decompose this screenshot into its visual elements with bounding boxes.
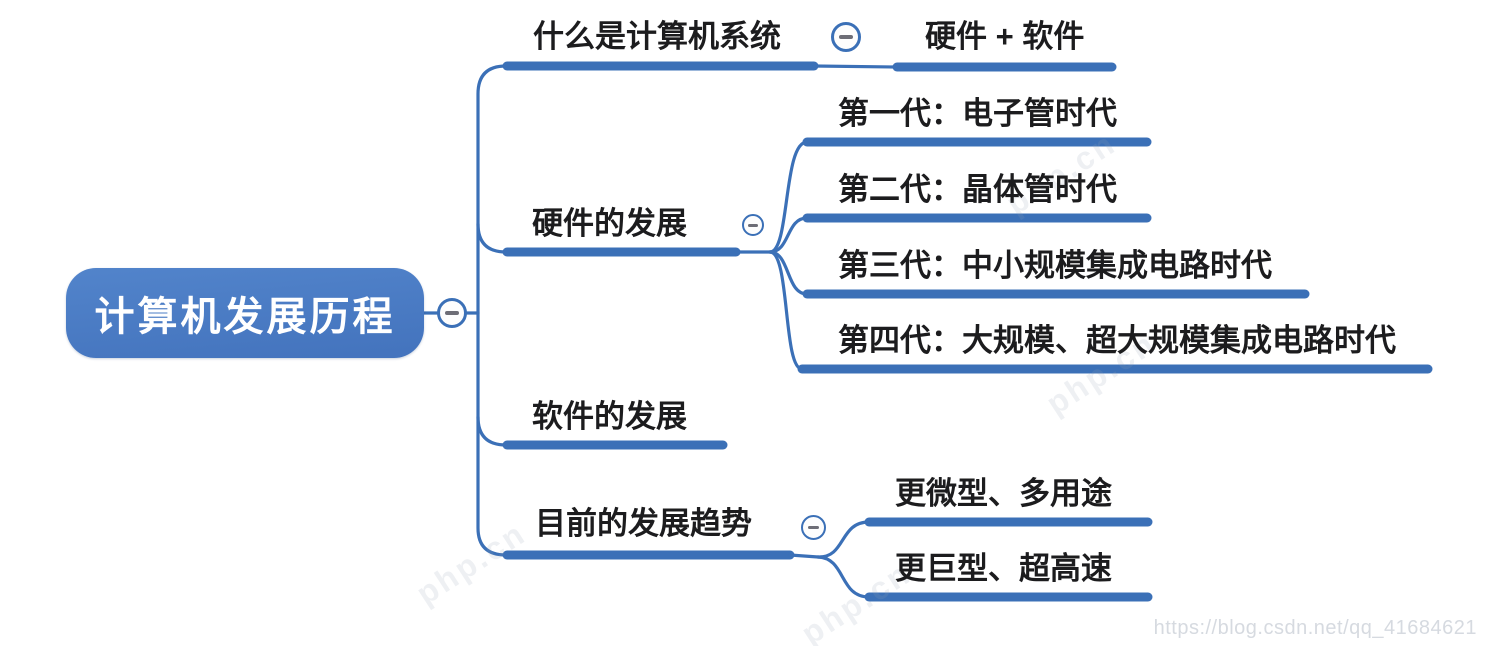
- connector-system-child: [812, 64, 897, 69]
- node-generation-2[interactable]: 第二代：晶体管时代: [838, 172, 1117, 207]
- elbow-hardware: [476, 222, 508, 254]
- node-trend-giant[interactable]: 更巨型、超高速: [895, 551, 1112, 586]
- elbow-software: [476, 415, 508, 447]
- node-software-development[interactable]: 软件的发展: [532, 399, 687, 434]
- collapse-button-root[interactable]: [437, 298, 467, 328]
- node-generation-1[interactable]: 第一代：电子管时代: [838, 96, 1117, 131]
- minus-icon: [445, 311, 459, 315]
- root-label: 计算机发展历程: [94, 295, 396, 339]
- collapse-button-trend[interactable]: [801, 515, 826, 540]
- collapse-button-hardware[interactable]: [742, 214, 764, 236]
- node-hardware-plus-software[interactable]: 硬件 + 软件: [925, 19, 1085, 54]
- node-generation-4[interactable]: 第四代：大规模、超大规模集成电路时代: [838, 323, 1396, 358]
- trunk-line: [476, 64, 508, 557]
- minus-icon: [748, 223, 758, 227]
- node-hardware-development[interactable]: 硬件的发展: [532, 206, 687, 241]
- fan-curve-trend-child1: [816, 520, 871, 559]
- fan-curve-trend-child2: [816, 555, 871, 599]
- minus-icon: [839, 35, 853, 39]
- minus-icon: [808, 526, 819, 529]
- node-what-is-computer-system[interactable]: 什么是计算机系统: [533, 19, 781, 54]
- fan-curve-gen1: [768, 140, 809, 254]
- collapse-button-system[interactable]: [831, 22, 861, 52]
- node-current-trends[interactable]: 目前的发展趋势: [535, 506, 752, 541]
- node-generation-3[interactable]: 第三代：中小规模集成电路时代: [838, 248, 1272, 283]
- node-trend-miniature[interactable]: 更微型、多用途: [895, 476, 1112, 511]
- connector-trend-fan: [788, 553, 820, 559]
- footer-watermark-url: https://blog.csdn.net/qq_41684621: [1153, 617, 1477, 639]
- fan-curve-gen4: [768, 250, 804, 371]
- root-node[interactable]: 计算机发展历程: [66, 268, 424, 358]
- fan-curve-gen2: [768, 216, 809, 254]
